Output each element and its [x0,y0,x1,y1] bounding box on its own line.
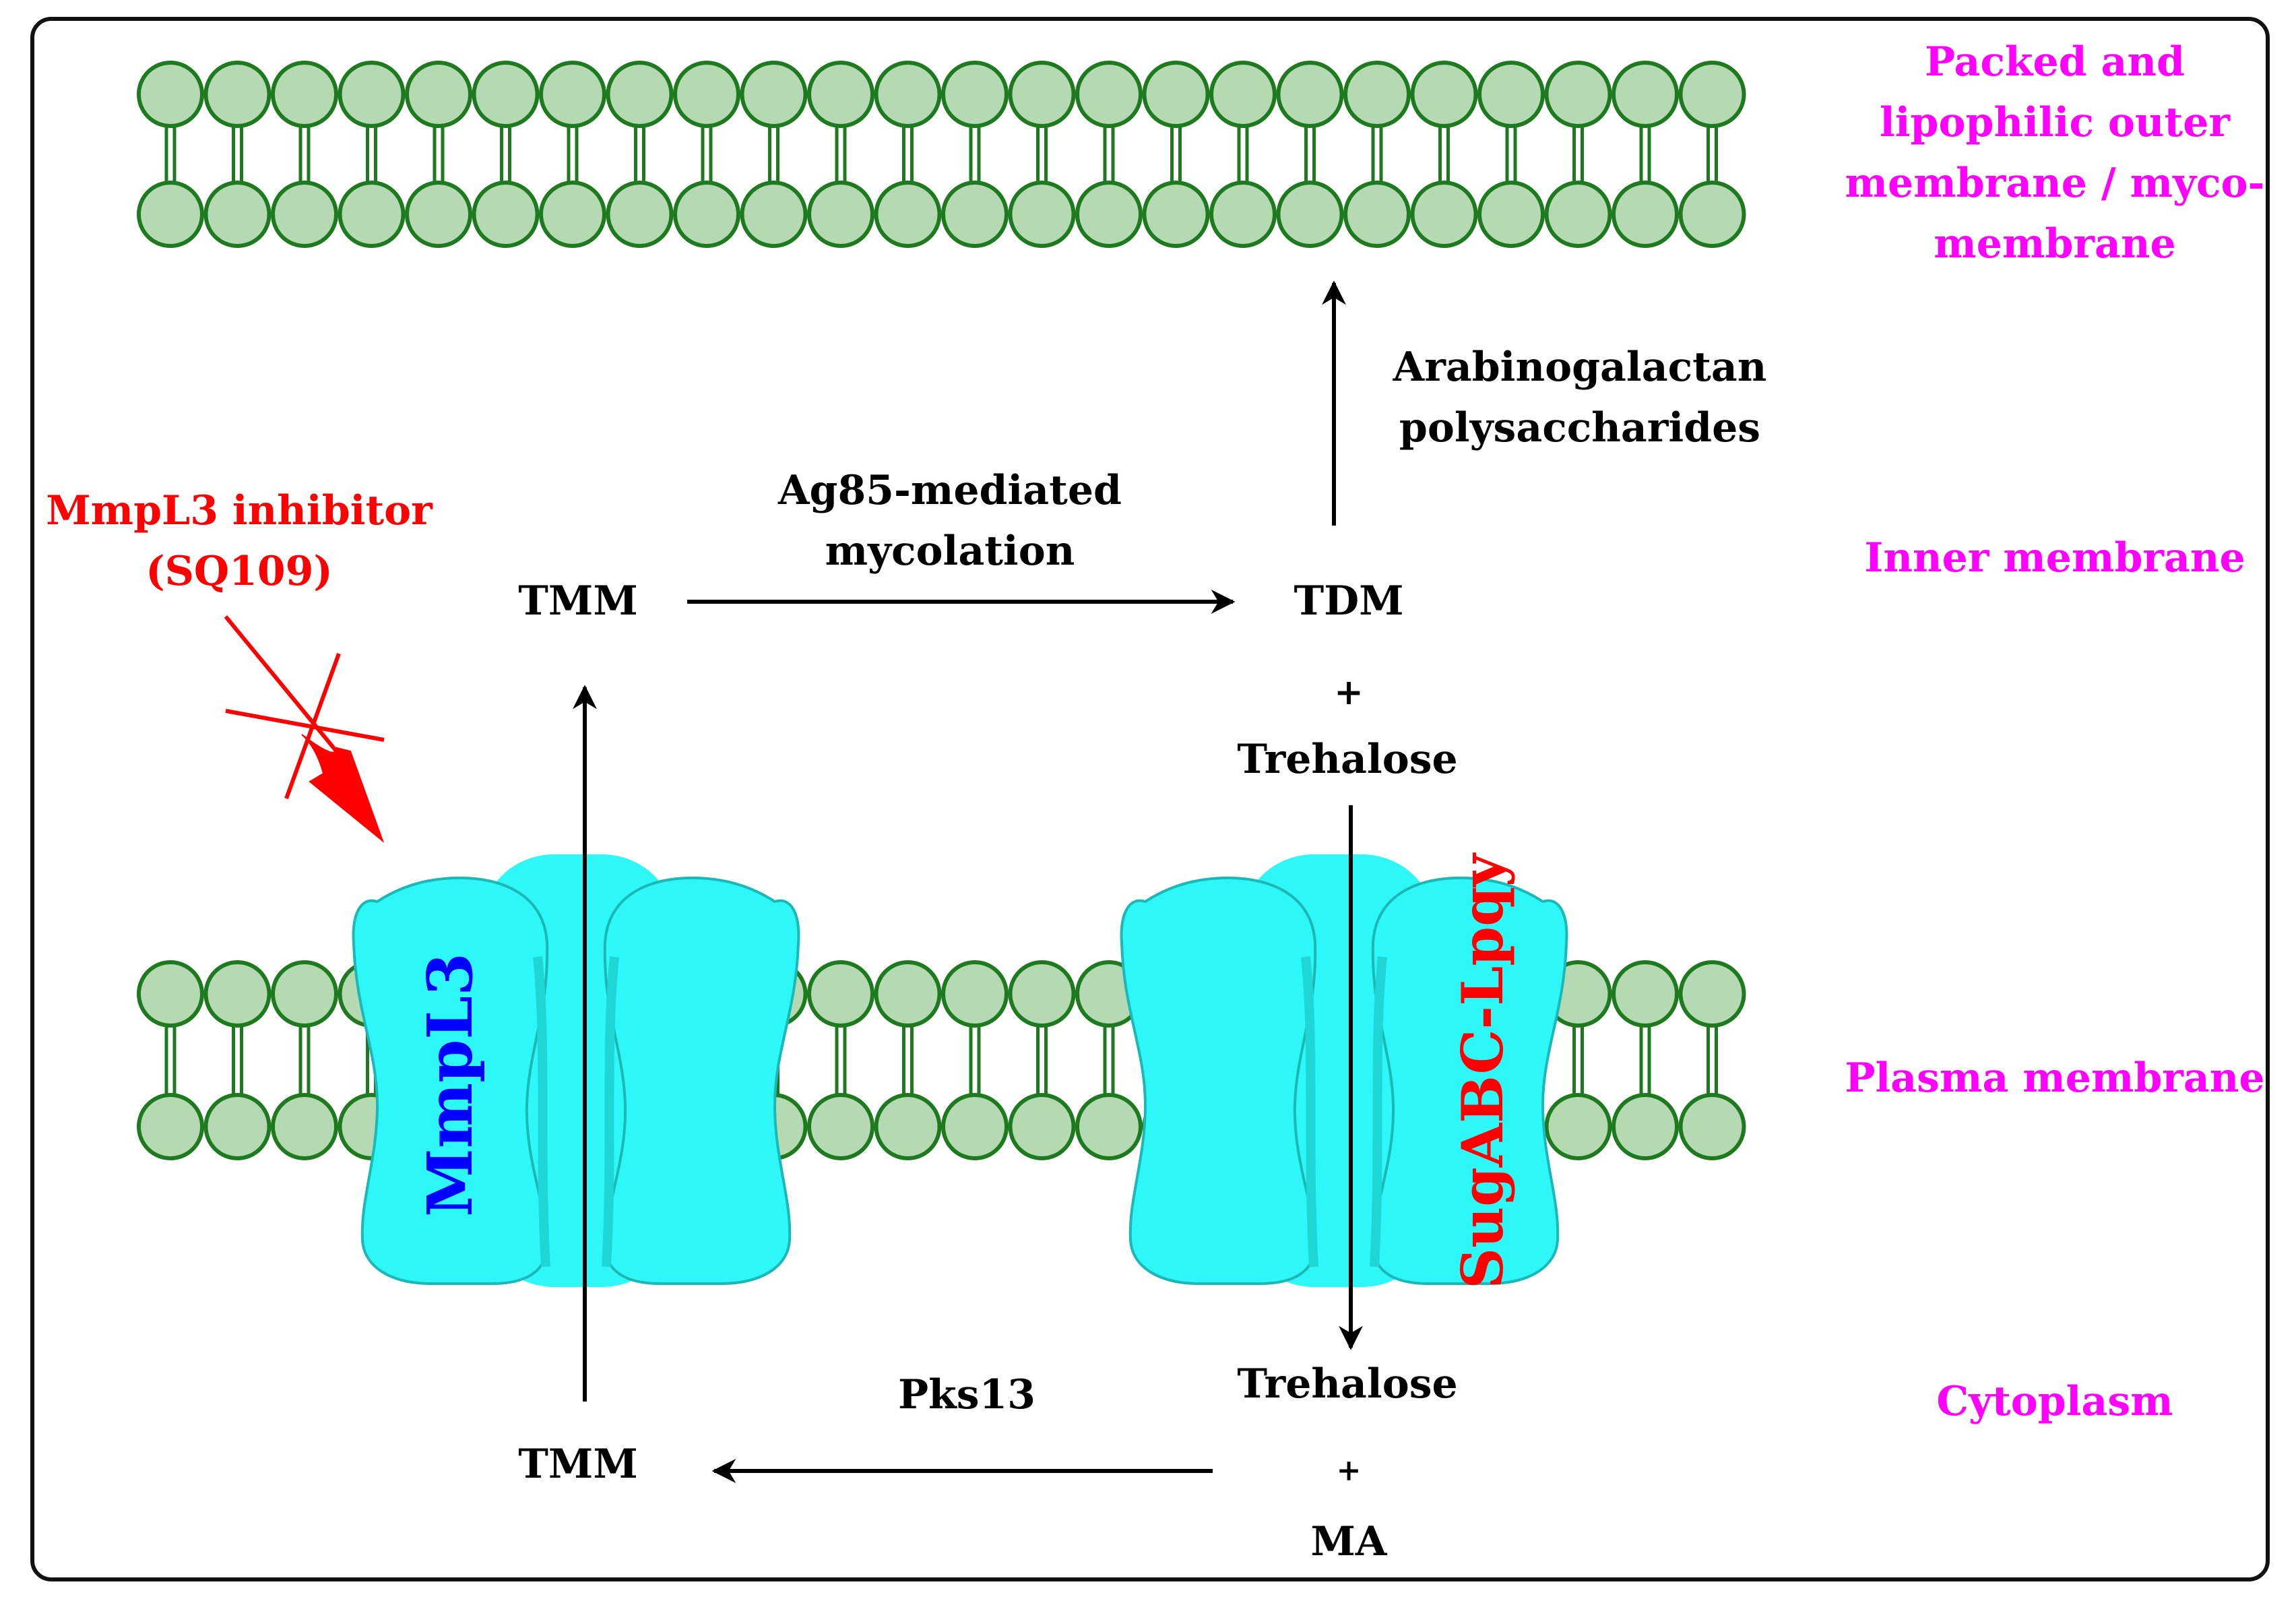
ag85-label-line2: mycolation [825,528,1075,575]
phospholipid [874,61,942,248]
phospholipid [271,960,338,1160]
phospholipid [1075,960,1143,1160]
sugabc-lpqy-protein [1120,854,1568,1287]
region-outer-line2: lipophilic outer [1880,99,2231,146]
phospholipid [137,960,204,1160]
region-outer-line3: membrane / myco- [1845,160,2265,207]
phospholipid [271,61,338,248]
tmm-top-label: TMM [518,577,637,625]
phospholipid [1477,61,1545,248]
inhibitor-block-symbol [224,615,385,844]
region-cytoplasm-label: Cytoplasm [1936,1378,2173,1425]
phospholipid [1276,61,1344,248]
phospholipid [1142,61,1210,248]
region-plasma-label: Plasma membrane [1845,1055,2264,1102]
phospholipid [1209,61,1277,248]
phospholipid [203,960,272,1160]
phospholipid [1008,960,1076,1160]
trehalose-top-label: Trehalose [1237,736,1457,783]
phospholipid [1075,61,1143,248]
region-outer-line1: Packed and [1925,38,2185,86]
phospholipid [1008,61,1076,248]
sugabc-lpqy-label: SugABC-Lpqy [1449,852,1516,1288]
tdm-label: TDM [1294,577,1403,625]
ag85-label-line1: Ag85-mediated [777,467,1122,514]
region-outer-line4: membrane [1934,220,2175,268]
plus-bottom-label: + [1337,1453,1362,1488]
phospholipid [1678,61,1746,248]
phospholipid [338,61,406,248]
phospholipid [807,61,874,248]
phospholipid [1544,61,1612,248]
phospholipid [539,61,606,248]
phospholipid [1410,61,1478,248]
tmm-bottom-label: TMM [518,1441,637,1488]
arabinogalactan-label-line1: Arabinogalactan [1393,344,1767,391]
phospholipid [1678,960,1746,1160]
phospholipid [874,960,942,1160]
ma-label: MA [1311,1518,1388,1565]
phospholipid [606,61,674,248]
pks13-label: Pks13 [898,1371,1035,1418]
inhibitor-label-line1: MmpL3 inhibitor [46,487,433,534]
phospholipid [673,61,740,248]
phospholipid [405,61,472,248]
phospholipid [1612,960,1679,1160]
phospholipid [941,960,1009,1160]
arabinogalactan-label-line2: polysaccharides [1399,404,1760,451]
plus-top-label: + [1334,672,1364,713]
diagram-frame [30,17,2270,1581]
mmpl3-protein [352,854,800,1287]
phospholipid [1343,61,1411,248]
outer-membrane-bilayer [137,61,1746,248]
mmpl3-label: MmpL3 [414,953,486,1217]
phospholipid [740,61,808,248]
region-inner-label: Inner membrane [1864,534,2245,582]
inhibitor-label-line2: (SQ109) [146,548,333,595]
phospholipid [203,61,272,248]
phospholipid [941,61,1009,248]
phospholipid [1612,61,1679,248]
phospholipid [472,61,540,248]
trehalose-bottom-label: Trehalose [1237,1360,1457,1408]
phospholipid [137,61,204,248]
phospholipid [807,960,874,1160]
